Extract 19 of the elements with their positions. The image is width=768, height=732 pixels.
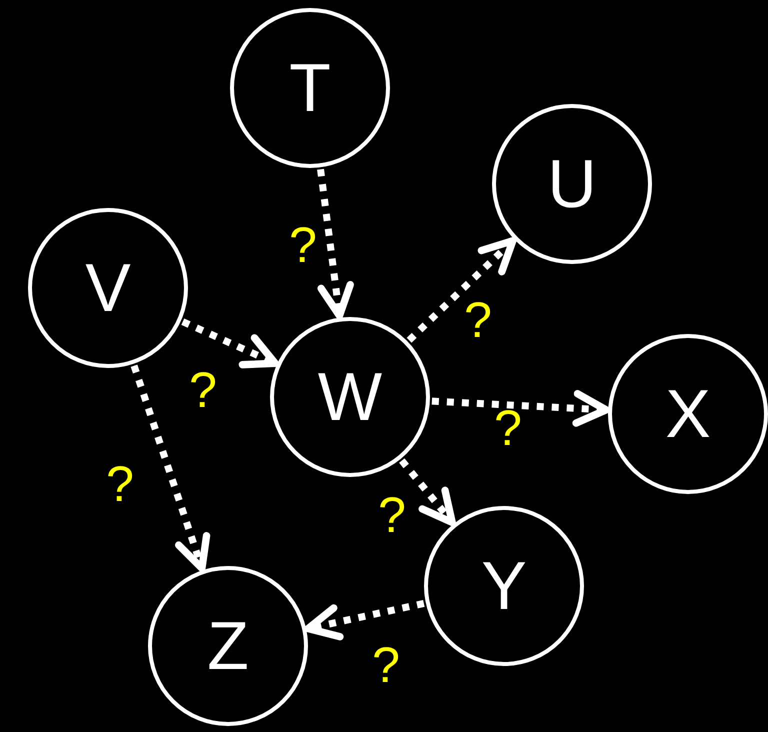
dotted-arrow	[432, 390, 610, 427]
edge-label: ?	[289, 220, 317, 270]
dotted-arrow	[406, 237, 516, 343]
dotted-arrow	[181, 318, 279, 368]
edge-label: ?	[378, 490, 406, 540]
edge-label: ?	[372, 640, 400, 690]
node-letter: V	[85, 254, 131, 322]
edge-label: ?	[106, 459, 134, 509]
node-letter: Z	[207, 612, 249, 680]
dotted-arrow	[399, 458, 456, 526]
node-letter: Y	[481, 552, 527, 620]
node-letter: X	[665, 380, 711, 448]
edge-label: ?	[464, 295, 492, 345]
edge-label: ?	[189, 365, 217, 415]
edge-label: ?	[494, 403, 522, 453]
dotted-arrow	[317, 168, 354, 320]
node-letter: T	[289, 54, 331, 122]
node-letter: U	[547, 150, 597, 218]
node-letter: W	[318, 363, 382, 431]
